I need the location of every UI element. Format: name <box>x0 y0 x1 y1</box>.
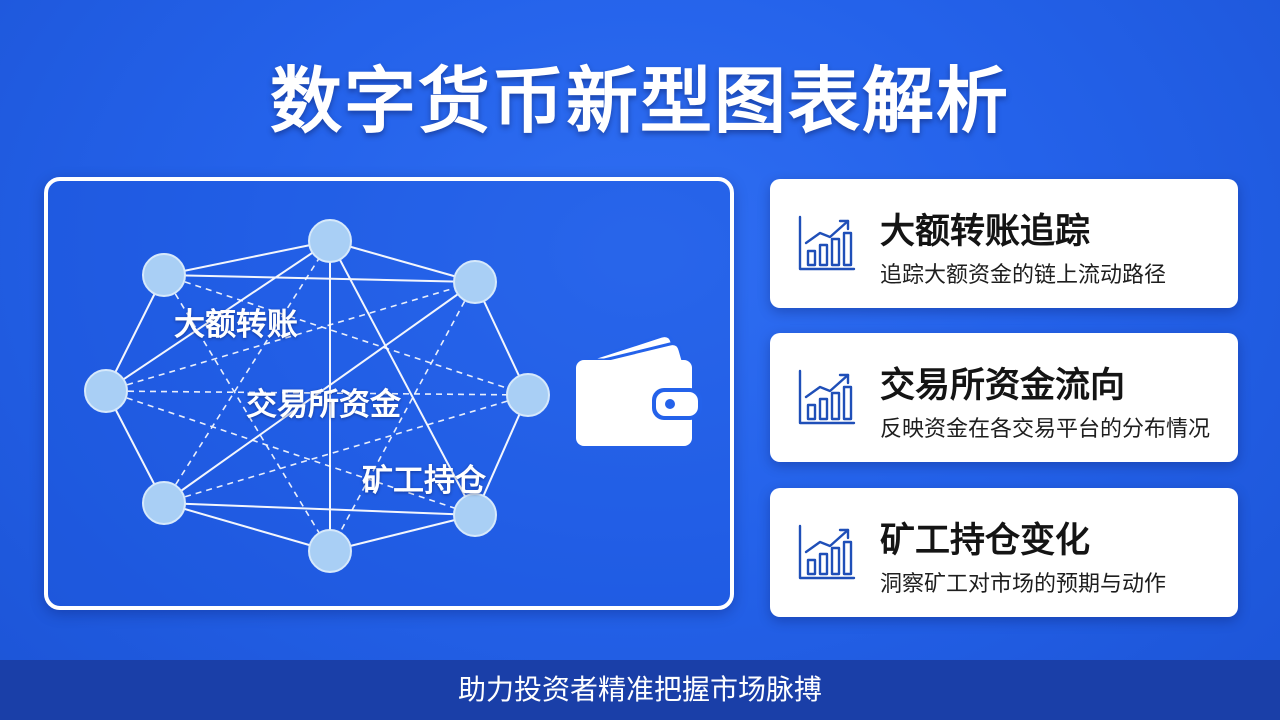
bar-chart-up-icon <box>798 524 856 580</box>
card-description: 反映资金在各交易平台的分布情况 <box>880 417 1211 442</box>
page-title: 数字货币新型图表解析 <box>269 59 1010 143</box>
card-description: 追踪大额资金的链上流动路径 <box>880 263 1167 288</box>
bar-chart-up-icon <box>798 215 856 271</box>
footer-bar: 助力投资者精准把握市场脉搏 <box>0 660 1280 720</box>
card-description: 洞察矿工对市场的预期与动作 <box>880 572 1167 597</box>
network-node <box>84 369 128 413</box>
label-miner-holdings: 矿工持仓 <box>362 463 486 499</box>
network-node <box>142 253 186 297</box>
card-miner-holdings-change[interactable]: 矿工持仓变化 洞察矿工对市场的预期与动作 <box>770 488 1238 617</box>
network-node <box>506 373 550 417</box>
card-title: 矿工持仓变化 <box>880 521 1091 561</box>
bar-chart-up-icon <box>798 369 856 425</box>
network-graph <box>84 219 550 573</box>
card-title: 交易所资金流向 <box>880 366 1126 406</box>
network-node <box>453 260 497 304</box>
network-node <box>453 493 497 537</box>
footer-slogan: 助力投资者精准把握市场脉搏 <box>457 673 822 706</box>
card-title: 大额转账追踪 <box>880 212 1091 252</box>
network-node <box>142 481 186 525</box>
network-node <box>308 529 352 573</box>
card-large-transfer-tracking[interactable]: 大额转账追踪 追踪大额资金的链上流动路径 <box>770 179 1238 308</box>
label-exchange-funds: 交易所资金 <box>246 387 401 423</box>
network-node <box>308 219 352 263</box>
card-exchange-fund-flow[interactable]: 交易所资金流向 反映资金在各交易平台的分布情况 <box>770 333 1238 462</box>
wallet-icon <box>576 334 702 446</box>
label-large-transfer: 大额转账 <box>174 307 298 343</box>
